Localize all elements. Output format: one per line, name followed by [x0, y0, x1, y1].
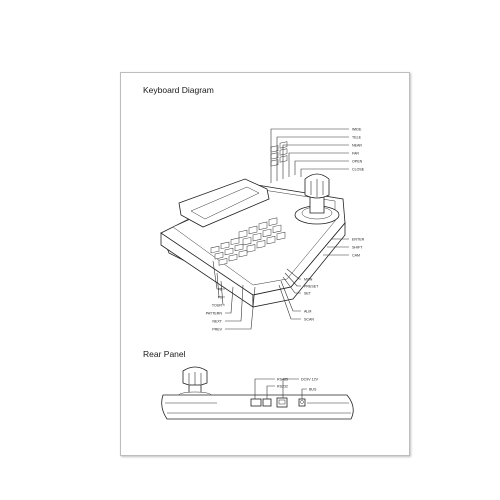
document-page: Keyboard Diagram Rear Panel: [120, 72, 410, 456]
callout-set: SET: [304, 292, 312, 296]
callout-open: OPEN: [352, 160, 363, 164]
keyboard-illustration: [160, 141, 346, 308]
callout-far: FAR: [352, 152, 359, 156]
middle-callouts: MON PRESET SET ALM SCAN: [278, 268, 319, 322]
callout-bus: BUS: [309, 388, 317, 392]
diagram-canvas: WIDE TELE NEAR FAR OPEN CLOSE ENTER SHIF…: [160, 128, 365, 420]
callout-next: NEXT: [212, 320, 222, 324]
keyboard-diagram-title: Keyboard Diagram: [143, 85, 214, 95]
callout-near: NEAR: [352, 144, 362, 148]
callout-dc-power: DC9V 12V: [301, 378, 319, 382]
rear-panel-illustration: [161, 366, 354, 420]
rear-panel-title: Rear Panel: [143, 349, 186, 359]
callout-enter: ENTER: [352, 238, 365, 242]
upper-keypad: [270, 141, 288, 167]
callout-tele: TELE: [352, 136, 362, 140]
rear-callouts: RS485 RS232 DC9V 12V BUS: [254, 378, 319, 399]
callout-preset: PRESET: [304, 285, 319, 289]
callout-close: CLOSE: [352, 168, 365, 172]
callout-shift: SHIFT: [352, 246, 363, 250]
number-keypad: [238, 217, 286, 253]
callout-cam: CAM: [352, 254, 360, 258]
callout-wide: WIDE: [352, 128, 362, 132]
right-callouts: WIDE TELE NEAR FAR OPEN CLOSE ENTER SHIF…: [270, 128, 365, 258]
callout-tour: TOUR: [212, 304, 223, 308]
callout-f1: F1: [218, 296, 222, 300]
callout-prev: PREV: [212, 328, 222, 332]
function-keypad: [210, 237, 248, 266]
left-callouts: F2 F1 TOUR PATTERN NEXT PREV: [206, 260, 256, 332]
callout-mon: MON: [304, 278, 313, 282]
callout-scan: SCAN: [304, 318, 314, 322]
callout-rs232: RS232: [277, 385, 288, 389]
callout-rs485: RS485: [277, 378, 288, 382]
callout-pattern: PATTERN: [206, 312, 223, 316]
callout-alm: ALM: [304, 310, 311, 314]
callout-f2: F2: [218, 288, 222, 292]
